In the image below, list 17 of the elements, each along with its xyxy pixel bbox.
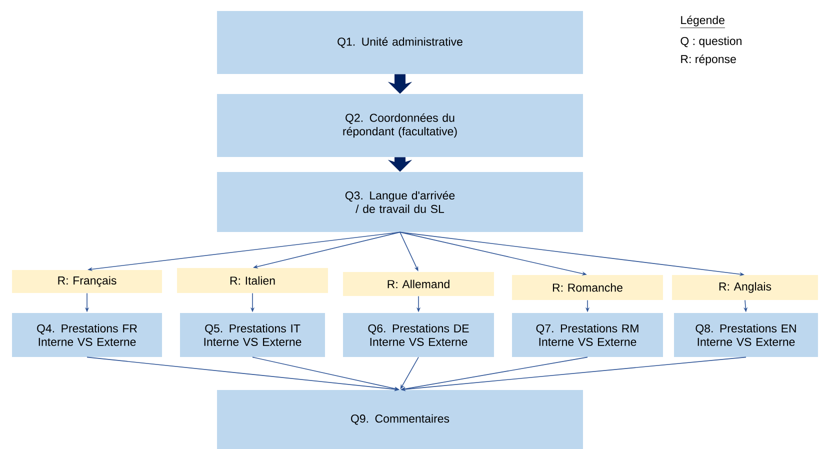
answer-box: R: Français	[12, 270, 162, 293]
question-box: Q3. Langue d'arrivée / de travail du SL	[217, 172, 583, 232]
question-box: Q5. Prestations IT Interne VS Externe	[180, 313, 325, 357]
question-box: Q2. Coordonnées du répondant (facultative)	[217, 94, 583, 157]
question-box: Q1. Unité administrative	[217, 11, 583, 74]
legend-entry: Q : question	[680, 36, 742, 48]
answer-box: R: Allemand	[343, 272, 494, 296]
question-box: Q7. Prestations RM Interne VS Externe	[512, 313, 663, 357]
legend-entry: R: réponse	[681, 54, 736, 66]
question-box: Q6. Prestations DE Interne VS Externe	[343, 313, 494, 357]
question-box: Q4. Prestations FR Interne VS Externe	[12, 313, 162, 357]
answer-box: R: Anglais	[672, 275, 818, 300]
legend-title: Légende	[680, 16, 726, 28]
answer-box: R: Italien	[177, 268, 328, 293]
answer-box: R: Romanche	[512, 275, 663, 300]
question-box: Q8. Prestations EN Interne VS Externe	[674, 313, 818, 357]
question-box: Q9. Commentaires	[217, 390, 583, 449]
